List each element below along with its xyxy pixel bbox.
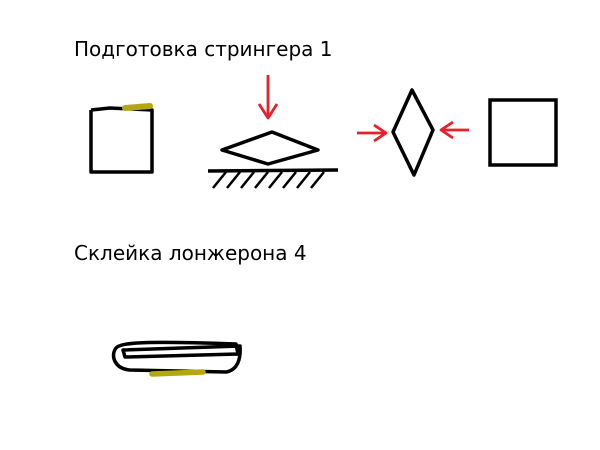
side-compression-step <box>357 88 469 177</box>
surface-line <box>207 168 339 173</box>
final-square-profile <box>488 98 558 167</box>
section-title-spar-gluing: Склейка лонжерона 4 <box>74 241 307 265</box>
glue-strip-top <box>122 103 153 111</box>
arrow-right-head <box>373 123 388 143</box>
surface-hatching <box>212 171 325 189</box>
press-arrow-head <box>257 103 279 120</box>
arrow-left-head <box>439 120 454 140</box>
folded-spar <box>111 340 242 377</box>
compressed-profile <box>391 88 435 177</box>
square-profile-with-glue <box>89 103 154 174</box>
section-title-stringer-prep: Подготовка стрингера 1 <box>74 37 333 61</box>
flattened-profile <box>220 130 320 166</box>
glue-strip-bottom <box>149 369 206 377</box>
pressing-step <box>207 75 339 189</box>
